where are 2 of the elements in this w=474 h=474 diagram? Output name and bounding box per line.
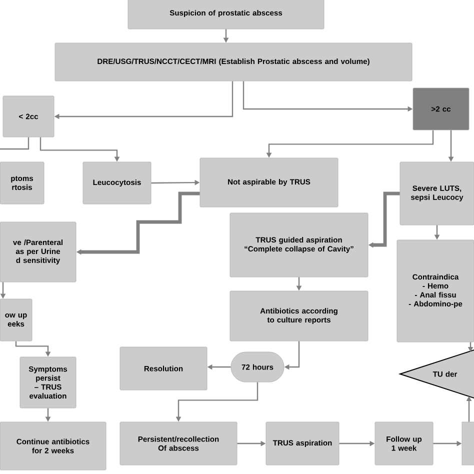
arrow xyxy=(0,137,30,150)
empty-box xyxy=(462,422,474,466)
